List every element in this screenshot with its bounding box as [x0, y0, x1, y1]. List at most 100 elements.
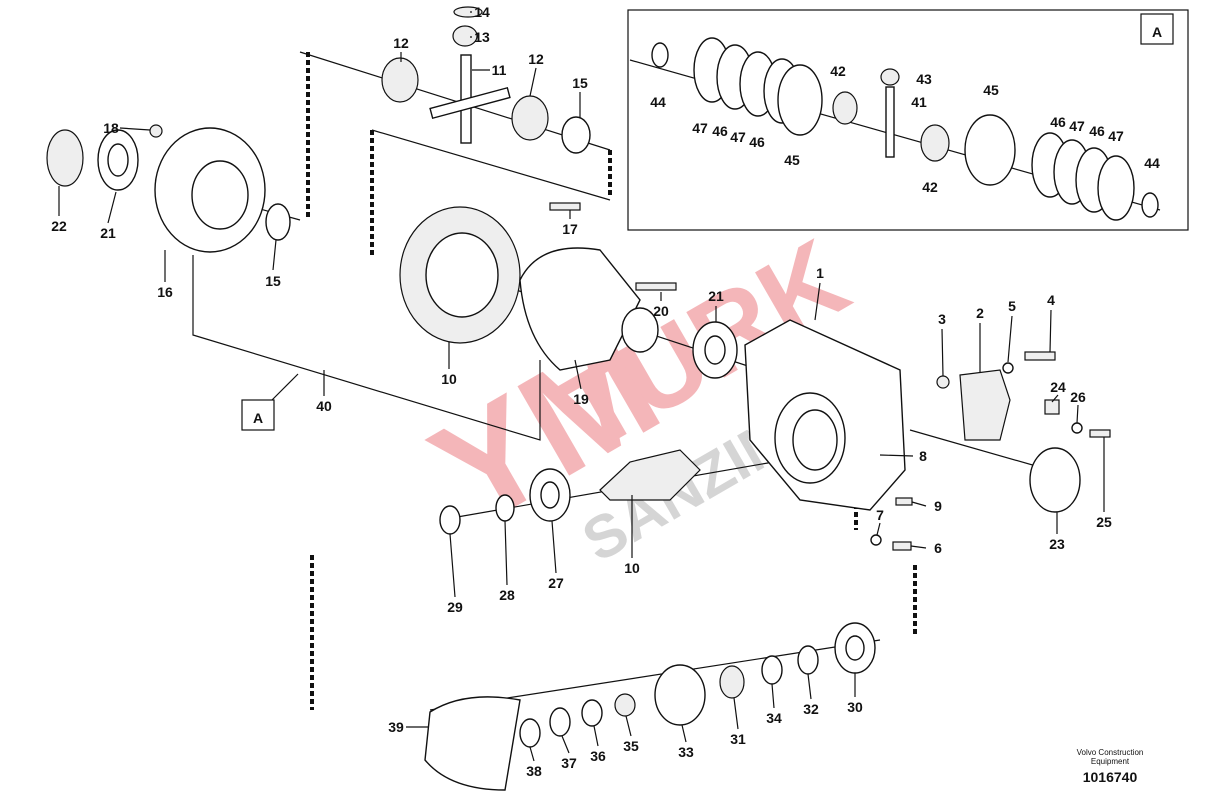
bolt-4: [1024, 351, 1056, 361]
inset-shaft-41: [885, 86, 895, 158]
callout: 44: [650, 94, 666, 110]
callout: 12: [393, 35, 409, 51]
gear-13: [452, 25, 478, 47]
callout: 45: [983, 82, 999, 98]
washer-7: [870, 534, 882, 546]
inset-callout-labels: 44 47 46 47 46 45 42 43 41 42 45 46 47 4…: [650, 63, 1160, 195]
callout: 3: [938, 311, 946, 327]
callout: 42: [830, 63, 846, 79]
callout: 38: [526, 763, 542, 779]
callout: 8: [919, 448, 927, 464]
callout: 46: [712, 123, 728, 139]
seal-29: [439, 505, 461, 535]
bearing-cap-2: [959, 369, 1011, 441]
callout: 47: [730, 129, 746, 145]
ref-arrow: [271, 373, 299, 401]
callout: 24: [1050, 379, 1066, 395]
credit-line-2: Equipment: [1090, 757, 1130, 766]
callout: 13: [474, 29, 490, 45]
callout: 29: [447, 599, 463, 615]
callout: 2: [976, 305, 984, 321]
callout: 32: [803, 701, 819, 717]
pinion-12: [381, 57, 419, 103]
callout: 7: [876, 507, 884, 523]
callout: 47: [692, 120, 708, 136]
callout: 44: [1144, 155, 1160, 171]
washer-14: [453, 6, 483, 18]
callout: 27: [548, 575, 564, 591]
callout: 15: [265, 273, 281, 289]
callout: 18: [103, 120, 119, 136]
washer-15b: [561, 116, 591, 154]
callout: 26: [1070, 389, 1086, 405]
callout: 11: [492, 62, 507, 78]
callout: 35: [623, 738, 639, 754]
credit-line-1: Volvo Construction: [1076, 748, 1144, 757]
inset-gear-42: [832, 91, 858, 125]
callout: 37: [561, 755, 577, 771]
inset-gear-42b: [920, 124, 950, 162]
lock-24: [1044, 399, 1060, 415]
bolt-25: [1089, 429, 1111, 438]
callout: 43: [916, 71, 932, 87]
bolt-20: [635, 282, 677, 291]
washer-5: [1002, 362, 1014, 374]
callout: 15: [572, 75, 588, 91]
parts: [46, 6, 1159, 791]
ring-nut-22: [46, 129, 84, 187]
callout: 9: [934, 498, 942, 514]
callout: 45: [784, 152, 800, 168]
callout: 10: [624, 560, 640, 576]
ref-label-box[interactable]: [241, 399, 275, 431]
nipple-18: [149, 124, 163, 138]
bolt-9: [895, 497, 913, 506]
ref-label: A: [253, 410, 263, 426]
callout: 23: [1049, 536, 1065, 552]
adjust-ring-23: [1029, 447, 1081, 513]
callout: 47: [1108, 128, 1124, 144]
callout: 19: [573, 391, 589, 407]
pinion-10: [599, 449, 701, 501]
callout: 6: [934, 540, 942, 556]
callout: 34: [766, 710, 782, 726]
washer-26: [1071, 422, 1083, 434]
callout: 4: [1047, 292, 1055, 308]
washer-15: [265, 203, 291, 241]
callout: 31: [730, 731, 746, 747]
spacer-34: [761, 655, 783, 685]
washer-37: [549, 707, 571, 737]
callout: 10: [441, 371, 457, 387]
callout: 47: [1069, 118, 1085, 134]
callout: 20: [653, 303, 669, 319]
callout: 41: [911, 94, 927, 110]
inset-plate-45b: [964, 114, 1016, 186]
callout: 1: [816, 265, 824, 281]
callout: 14: [474, 4, 490, 20]
callout: 46: [749, 134, 765, 150]
leader-lines: [58, 11, 1105, 762]
inset-frame: [627, 9, 1189, 231]
inset-plate-45: [777, 64, 823, 136]
drawing-number: 1016740: [1082, 769, 1138, 785]
washer-36: [581, 699, 603, 727]
flange-33: [654, 664, 706, 726]
callout: 25: [1096, 514, 1112, 530]
callout: 36: [590, 748, 606, 764]
inset-label-box: [1140, 13, 1174, 45]
ring-31: [719, 665, 745, 699]
callout: 22: [51, 218, 67, 234]
callout: 39: [388, 719, 404, 735]
inset-washer-44: [651, 42, 669, 68]
callout: 28: [499, 587, 515, 603]
inset-washer-44b: [1141, 192, 1159, 218]
bolt-17: [549, 202, 581, 211]
inset-label: A: [1152, 24, 1162, 40]
shim-32: [797, 645, 819, 675]
inset-gear-43: [880, 68, 900, 86]
plug-6: [892, 541, 912, 551]
callout: 21: [100, 225, 116, 241]
callout: 12: [528, 51, 544, 67]
nut-35: [614, 693, 636, 717]
callout: 30: [847, 699, 863, 715]
